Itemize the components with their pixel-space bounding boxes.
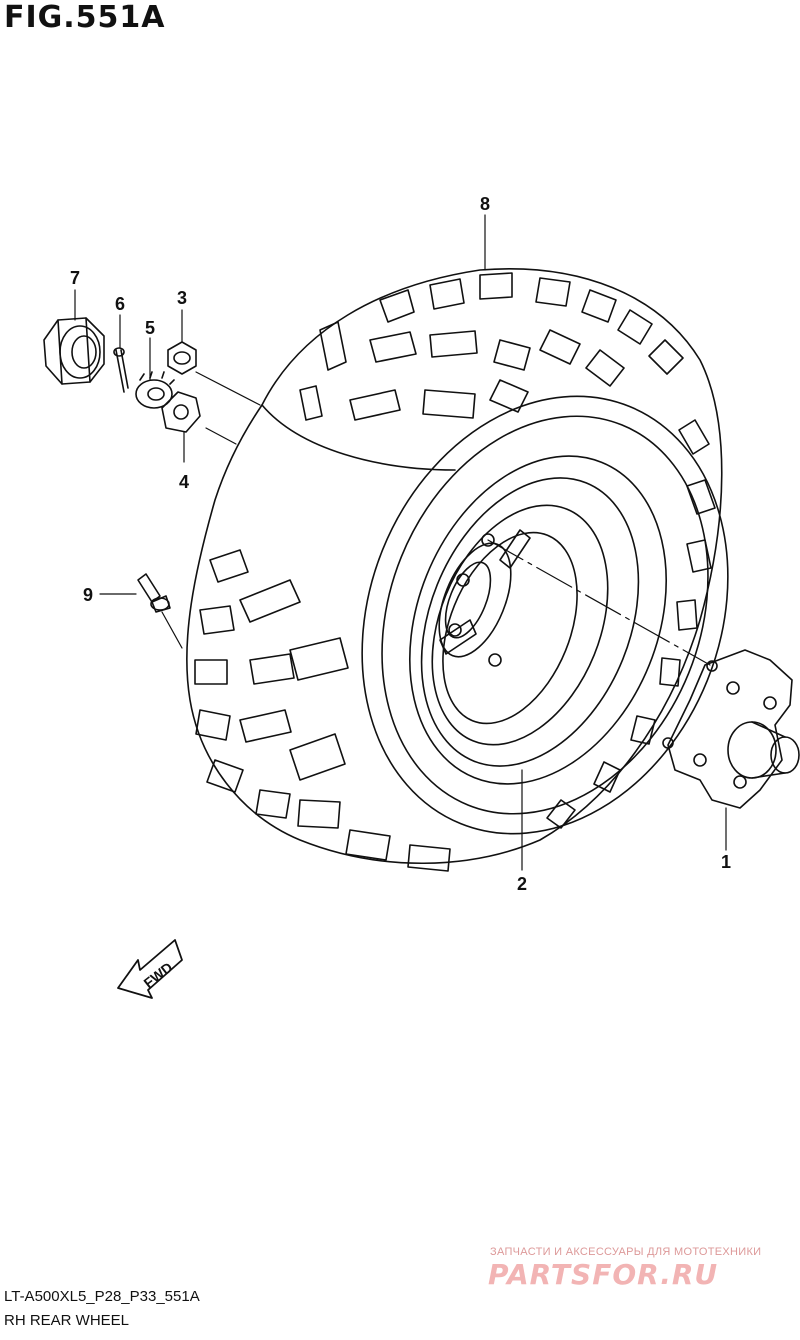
castle-nut (135, 371, 175, 409)
callout-6: 6 (115, 294, 125, 314)
tire (186, 268, 723, 872)
watermark-brand: PARTSFOR.RU (488, 1258, 719, 1291)
wheel-rim (361, 395, 729, 835)
model-code: LT-A500XL5_P28_P33_551A (4, 1288, 200, 1305)
wheel-hub (662, 649, 800, 809)
watermark-tagline: ЗАПЧАСТИ И АКСЕССУАРЫ ДЛЯ МОТОТЕХНИКИ (490, 1246, 762, 1258)
callout-1: 1 (721, 852, 731, 872)
wheel-nut (167, 341, 197, 375)
callout-8: 8 (480, 194, 490, 214)
callout-3: 3 (177, 288, 187, 308)
figure-title: FIG.551A (4, 0, 166, 35)
cotter-pin (113, 347, 129, 393)
leader-lines (74, 214, 727, 871)
callout-4: 4 (179, 472, 189, 492)
figure-caption: RH REAR WHEEL (4, 1312, 130, 1329)
callout-2: 2 (517, 874, 527, 894)
forward-arrow (117, 939, 183, 999)
hub-cap (43, 317, 105, 385)
callout-7: 7 (70, 268, 80, 288)
valve-stem (137, 573, 171, 613)
callout-5: 5 (145, 318, 155, 338)
callout-9: 9 (83, 585, 93, 605)
fwd-label: FWD (141, 959, 176, 991)
lock-washer (161, 391, 201, 433)
